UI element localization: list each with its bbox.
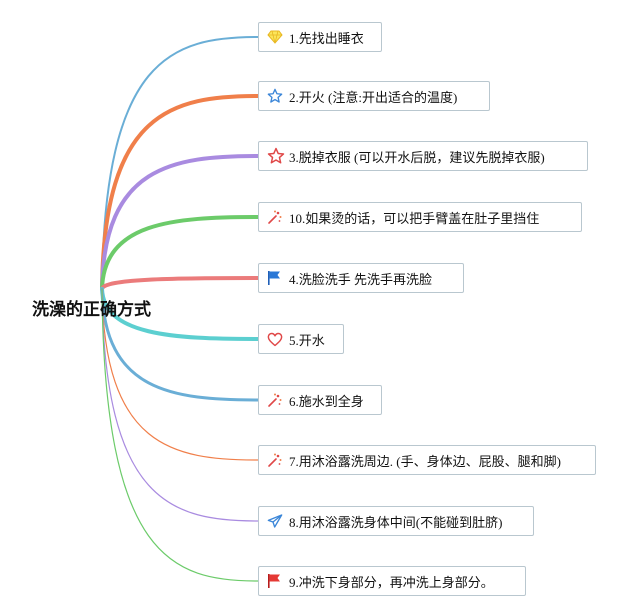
topic-node-1[interactable]: 1.先找出睡衣 bbox=[258, 22, 382, 52]
topic-label: 2.开火 (注意:开出适合的温度) bbox=[289, 89, 458, 105]
topic-node-3[interactable]: 3.脱掉衣服 (可以开水后脱，建议先脱掉衣服) bbox=[258, 141, 588, 171]
branch-line-5 bbox=[100, 276, 260, 291]
topic-label: 4.洗脸洗手 先洗手再洗脸 bbox=[289, 271, 433, 287]
branch-line-9 bbox=[101, 288, 259, 522]
topic-label: 1.先找出睡衣 bbox=[289, 30, 364, 46]
topic-label: 7.用沐浴露洗周边. (手、身体边、屁股、腿和脚) bbox=[289, 453, 561, 469]
branch-line-6 bbox=[100, 287, 260, 341]
topic-node-7[interactable]: 6.施水到全身 bbox=[258, 385, 382, 415]
heart-outline-icon bbox=[267, 331, 287, 347]
topic-node-6[interactable]: 5.开水 bbox=[258, 324, 344, 354]
branch-line-7 bbox=[100, 287, 260, 402]
star-outline-blue-icon bbox=[267, 88, 287, 104]
branch-line-10 bbox=[101, 288, 259, 582]
branch-line-4 bbox=[100, 215, 260, 291]
branch-line-8 bbox=[101, 288, 259, 461]
branch-line-2 bbox=[100, 94, 260, 291]
root-topic: 洗澡的正确方式 bbox=[32, 300, 151, 320]
topic-node-8[interactable]: 7.用沐浴露洗周边. (手、身体边、屁股、腿和脚) bbox=[258, 445, 596, 475]
topic-label: 6.施水到全身 bbox=[289, 393, 364, 409]
topic-label: 9.冲洗下身部分，再冲洗上身部分。 bbox=[289, 574, 494, 590]
red-flag-icon bbox=[267, 573, 287, 589]
paper-plane-icon bbox=[267, 513, 287, 529]
topic-node-4[interactable]: 10.如果烫的话，可以把手臂盖在肚子里挡住 bbox=[258, 202, 582, 232]
topic-label: 10.如果烫的话，可以把手臂盖在肚子里挡住 bbox=[289, 210, 540, 226]
topic-node-9[interactable]: 8.用沐浴露洗身体中间(不能碰到肚脐) bbox=[258, 506, 534, 536]
topic-node-10[interactable]: 9.冲洗下身部分，再冲洗上身部分。 bbox=[258, 566, 526, 596]
sparkle-icon bbox=[267, 392, 287, 408]
branch-line-3 bbox=[100, 154, 260, 291]
topic-label: 8.用沐浴露洗身体中间(不能碰到肚脐) bbox=[289, 514, 503, 530]
star-outline-red-icon bbox=[267, 147, 287, 164]
topic-label: 5.开水 bbox=[289, 332, 325, 348]
branch-line-1 bbox=[101, 36, 259, 290]
blue-flag-icon bbox=[267, 270, 287, 286]
sparkle-icon bbox=[267, 209, 287, 225]
diamond-icon bbox=[267, 29, 287, 45]
topic-node-5[interactable]: 4.洗脸洗手 先洗手再洗脸 bbox=[258, 263, 464, 293]
sparkle-icon bbox=[267, 452, 287, 468]
topic-label: 3.脱掉衣服 (可以开水后脱，建议先脱掉衣服) bbox=[289, 149, 545, 165]
topic-node-2[interactable]: 2.开火 (注意:开出适合的温度) bbox=[258, 81, 490, 111]
